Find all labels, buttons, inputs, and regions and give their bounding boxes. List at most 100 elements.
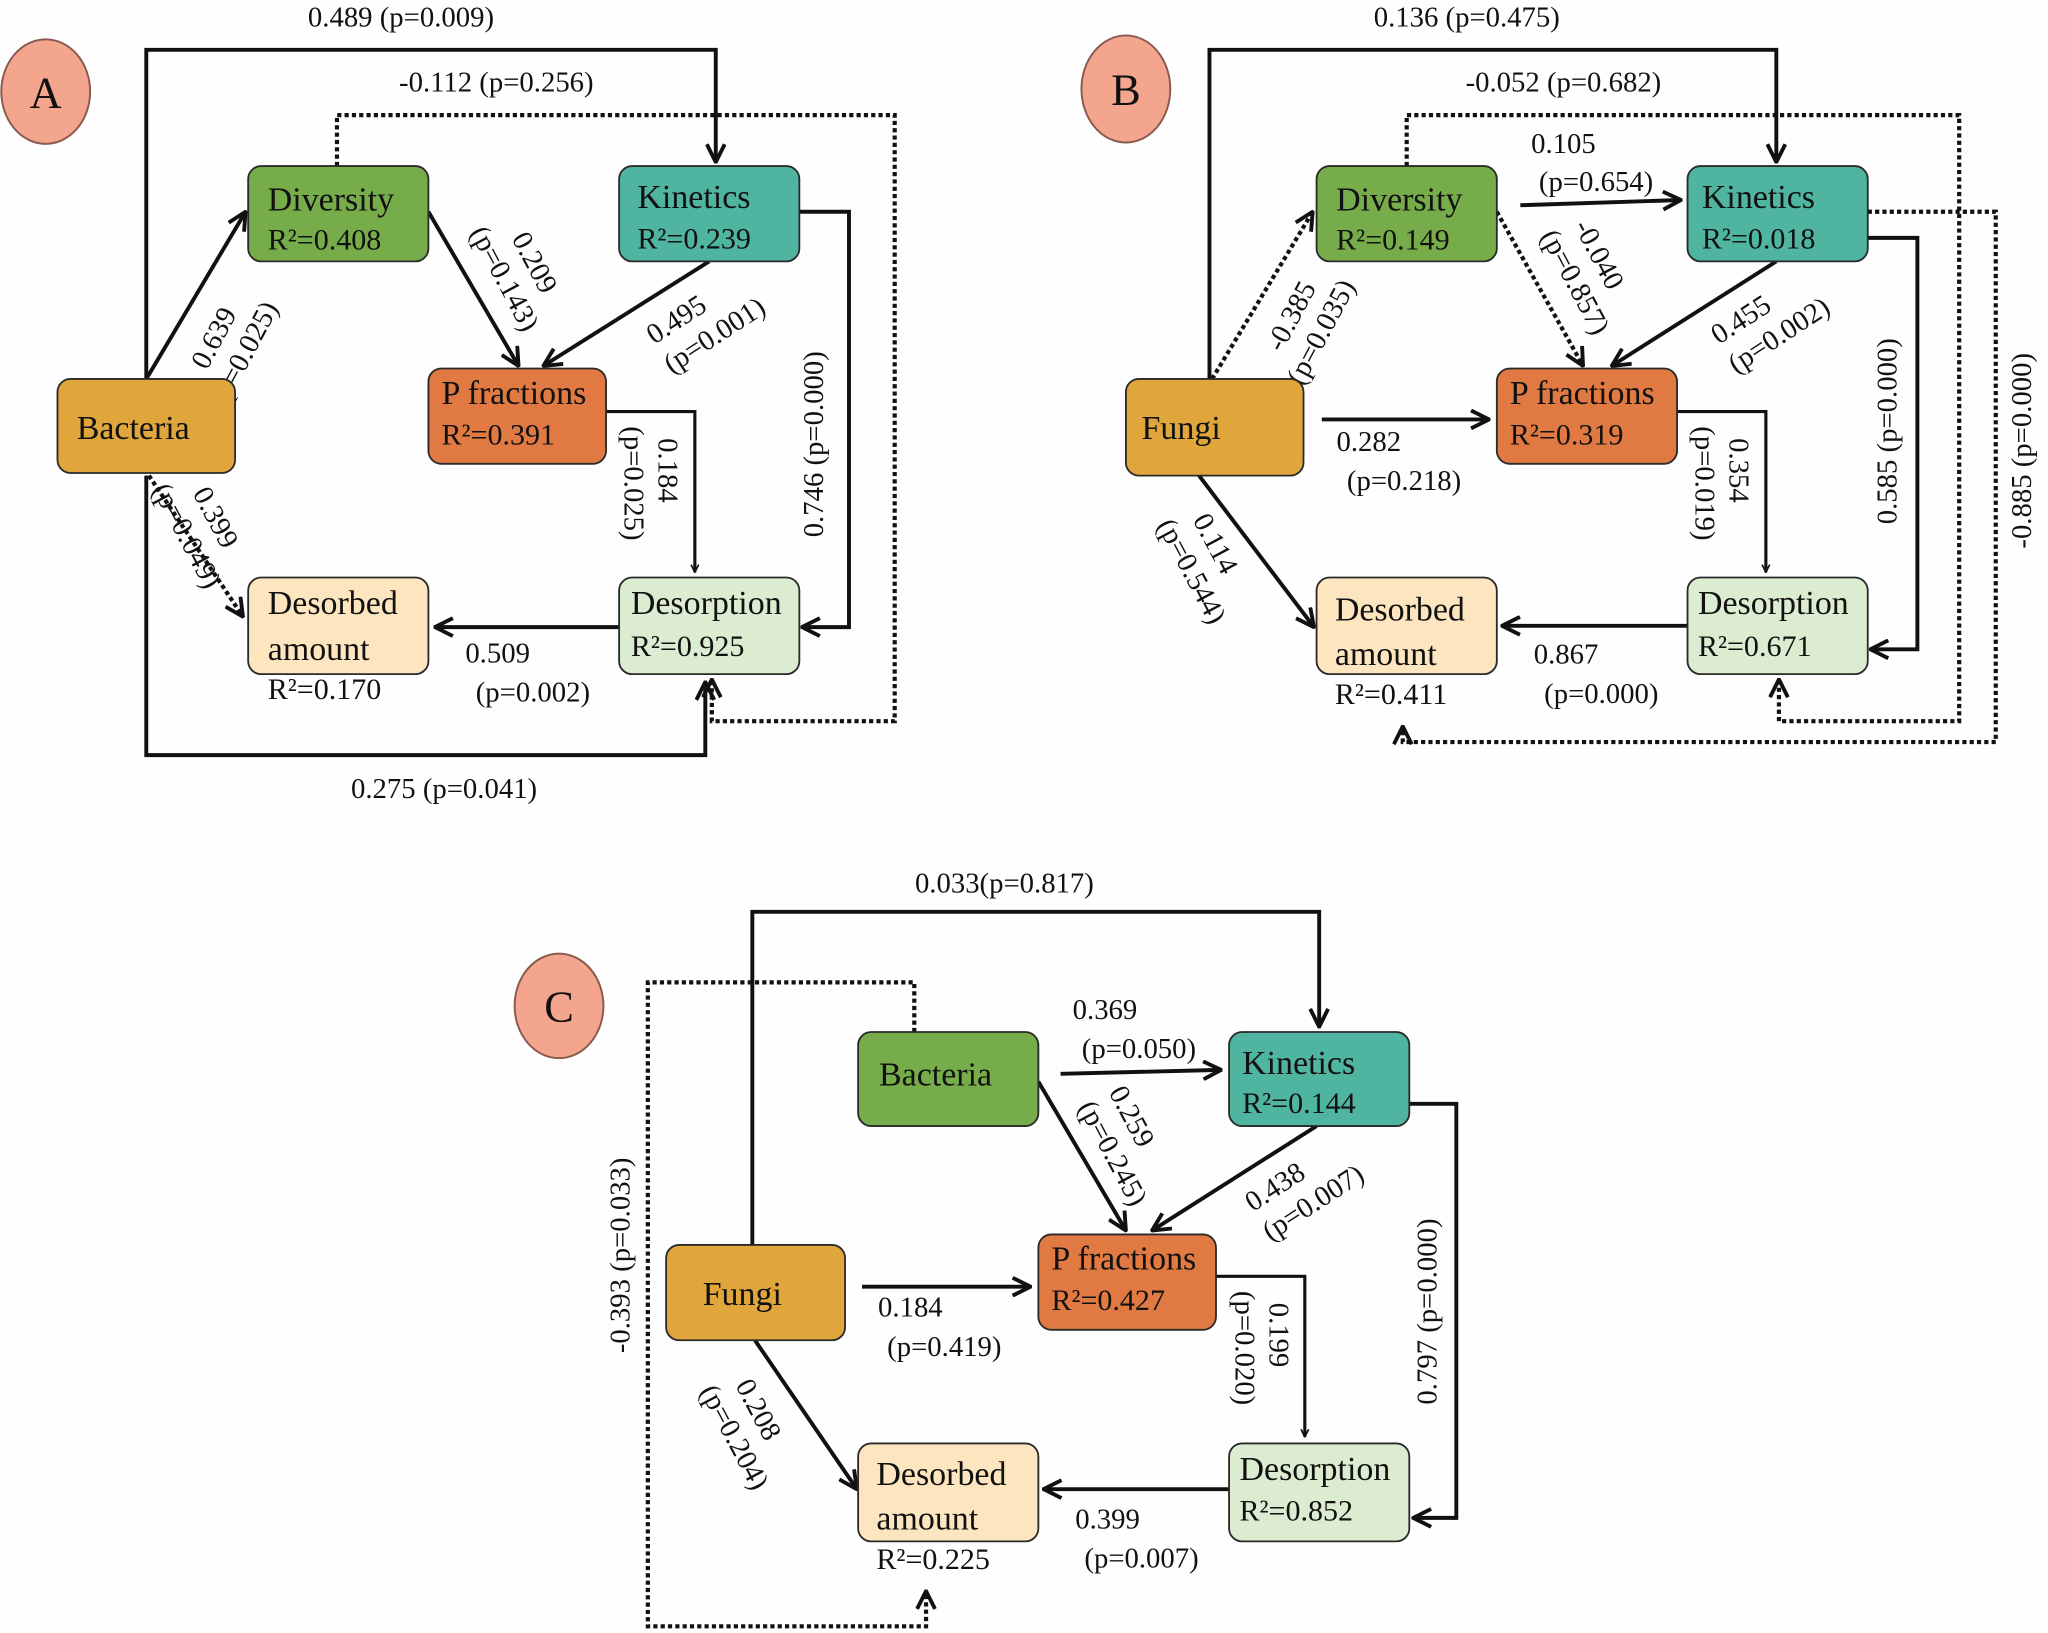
svg-text:P fractions: P fractions xyxy=(441,375,586,412)
label-a-desorption-desorbed-p: (p=0.002) xyxy=(476,677,590,709)
label-c-desorption-desorbed-p: (p=0.007) xyxy=(1084,1543,1198,1575)
svg-text:Fungi: Fungi xyxy=(1142,410,1221,447)
node-c-desorbed-amount: Desorbed amount R²=0.225 xyxy=(857,1442,1040,1576)
label-c-bacteria-kinetics-coef: 0.369 xyxy=(1073,994,1138,1026)
label-c-kinetics-desorption: 0.797 (p=0.000) xyxy=(1412,1218,1444,1404)
svg-text:R²=0.427: R²=0.427 xyxy=(1051,1284,1165,1317)
node-a-bacteria: Bacteria xyxy=(56,378,237,474)
svg-text:Desorbed: Desorbed xyxy=(268,585,398,622)
panel-a-badge xyxy=(0,38,92,145)
svg-text:0.354: 0.354 xyxy=(1722,438,1754,503)
panel-a: A 0.489 (p=0.009) -0.112 (p=0.256) 0.639… xyxy=(0,1,897,805)
svg-text:Desorbed: Desorbed xyxy=(1335,592,1465,629)
svg-text:R²=0.170: R²=0.170 xyxy=(268,673,382,706)
label-b-kinetics-desorption: 0.585 (p=0.000) xyxy=(1871,338,1903,524)
node-c-desorption: Desorption R²=0.852 xyxy=(1228,1442,1411,1543)
label-a-bacteria-desorption: 0.275 (p=0.041) xyxy=(351,773,537,805)
label-b-fungi-kinetics: 0.136 (p=0.475) xyxy=(1374,1,1560,33)
svg-text:R²=0.149: R²=0.149 xyxy=(1336,224,1450,257)
svg-text:0.199: 0.199 xyxy=(1263,1303,1295,1368)
svg-text:Diversity: Diversity xyxy=(268,181,394,218)
svg-text:R²=0.144: R²=0.144 xyxy=(1242,1087,1356,1120)
svg-text:Diversity: Diversity xyxy=(1336,181,1462,218)
svg-text:R²=0.239: R²=0.239 xyxy=(637,222,751,255)
node-b-desorbed-amount: Desorbed amount R²=0.411 xyxy=(1315,576,1498,711)
path-b-kinetics-desorption xyxy=(1867,235,1920,649)
path-b-pfractions-desorption xyxy=(1677,410,1766,573)
svg-text:P fractions: P fractions xyxy=(1051,1241,1196,1278)
svg-text:R²=0.391: R²=0.391 xyxy=(441,418,555,451)
label-b-diversity-kinetics-coef: 0.105 xyxy=(1531,128,1596,160)
svg-text:Bacteria: Bacteria xyxy=(77,410,190,447)
path-b-fungi-desorbed xyxy=(1197,474,1314,628)
path-a-diversity-pfractions xyxy=(426,210,518,366)
panel-c: C 0.033(p=0.817) -0.393 (p=0.033) 0.369 … xyxy=(513,867,1459,1629)
node-b-diversity: Diversity R²=0.149 xyxy=(1315,165,1498,263)
node-b-fungi: Fungi xyxy=(1124,378,1305,477)
svg-text:(p=0.020): (p=0.020) xyxy=(1229,1291,1261,1405)
path-b-diversity-pfractions xyxy=(1494,210,1583,366)
node-b-kinetics: Kinetics R²=0.018 xyxy=(1686,165,1869,263)
node-c-pfractions: P fractions R²=0.427 xyxy=(1037,1233,1217,1331)
panel-b: B 0.136 (p=0.475) -0.052 (p=0.682) 0.105… xyxy=(1080,1,2038,742)
label-c-bacteria-kinetics-p: (p=0.050) xyxy=(1082,1033,1196,1065)
path-b-fungi-diversity xyxy=(1210,212,1313,381)
node-c-fungi: Fungi xyxy=(665,1243,846,1342)
label-a-bacteria-kinetics: 0.489 (p=0.009) xyxy=(308,1,494,33)
path-a-pfractions-desorption xyxy=(606,410,695,573)
path-a-kinetics-pfractions xyxy=(543,259,711,365)
label-c-fungi-pfractions-p: (p=0.419) xyxy=(887,1331,1001,1363)
label-b-fungi-pfractions-p: (p=0.218) xyxy=(1347,465,1461,497)
node-a-desorption: Desorption R²=0.925 xyxy=(618,576,801,676)
panel-b-badge xyxy=(1080,34,1172,144)
svg-text:Desorbed: Desorbed xyxy=(876,1456,1006,1493)
panel-b-letter: B xyxy=(1111,65,1141,115)
svg-text:amount: amount xyxy=(268,631,370,668)
path-a-bacteria-desorbed xyxy=(147,474,243,617)
label-b-diversity-pfractions: -0.040 (p=0.857) xyxy=(1534,214,1630,340)
label-b-fungi-desorbed: 0.114 (p=0.544) xyxy=(1150,508,1244,629)
label-b-fungi-pfractions-coef: 0.282 xyxy=(1337,426,1402,458)
path-a-bacteria-diversity xyxy=(144,212,245,380)
svg-text:R²=0.319: R²=0.319 xyxy=(1510,418,1624,451)
path-b-kinetics-desorbed xyxy=(1403,209,1998,742)
panel-c-badge xyxy=(513,952,605,1060)
path-c-kinetics-pfractions xyxy=(1152,1124,1318,1230)
label-c-fungi-kinetics: 0.033(p=0.817) xyxy=(915,867,1094,899)
node-c-kinetics: Kinetics R²=0.144 xyxy=(1228,1031,1411,1127)
label-b-desorption-desorbed-coef: 0.867 xyxy=(1534,639,1599,671)
svg-text:Bacteria: Bacteria xyxy=(879,1057,992,1094)
panel-c-letter: C xyxy=(544,982,574,1032)
path-b-kinetics-pfractions xyxy=(1612,259,1778,365)
label-b-kinetics-desorbed: -0.885 (p=0.000) xyxy=(2006,353,2038,549)
svg-text:R²=0.852: R²=0.852 xyxy=(1240,1495,1354,1528)
path-a-kinetics-desorption xyxy=(799,209,851,627)
label-b-pfractions-desorption: 0.354 (p=0.019) xyxy=(1688,426,1754,540)
path-c-pfractions-desorption xyxy=(1216,1274,1305,1437)
label-c-kinetics-pfractions: 0.438 (p=0.007) xyxy=(1239,1156,1370,1247)
label-b-desorption-desorbed-p: (p=0.000) xyxy=(1544,678,1658,710)
svg-text:(p=0.025): (p=0.025) xyxy=(617,426,649,540)
label-a-desorption-desorbed-coef: 0.509 xyxy=(465,637,530,669)
label-c-fungi-desorbed: 0.208 (p=0.204) xyxy=(693,1374,787,1495)
svg-text:R²=0.411: R²=0.411 xyxy=(1335,678,1447,711)
path-c-fungi-desorbed xyxy=(753,1339,857,1489)
svg-text:Fungi: Fungi xyxy=(703,1276,782,1313)
label-c-bacteria-desorbed: -0.393 (p=0.033) xyxy=(605,1158,637,1354)
svg-text:Desorption: Desorption xyxy=(1240,1451,1391,1488)
label-a-kinetics-pfractions: 0.495 (p=0.001) xyxy=(641,289,772,380)
node-b-desorption: Desorption R²=0.671 xyxy=(1686,576,1869,676)
node-a-diversity: Diversity R²=0.408 xyxy=(247,165,430,263)
label-c-pfractions-desorption: 0.199 (p=0.020) xyxy=(1229,1291,1295,1405)
path-c-bacteria-kinetics xyxy=(1060,1070,1222,1074)
node-c-bacteria: Bacteria xyxy=(857,1031,1040,1127)
label-b-kinetics-pfractions: 0.455 (p=0.002) xyxy=(1705,289,1836,380)
path-c-fungi-kinetics xyxy=(750,909,1319,1245)
path-c-kinetics-desorption xyxy=(1409,1101,1459,1518)
svg-text:amount: amount xyxy=(876,1501,978,1538)
svg-text:amount: amount xyxy=(1335,636,1437,673)
label-b-diversity-desorption: -0.052 (p=0.682) xyxy=(1466,67,1662,99)
svg-text:P fractions: P fractions xyxy=(1510,375,1655,412)
label-b-fungi-diversity: -0.385 (p=0.035) xyxy=(1260,274,1362,390)
